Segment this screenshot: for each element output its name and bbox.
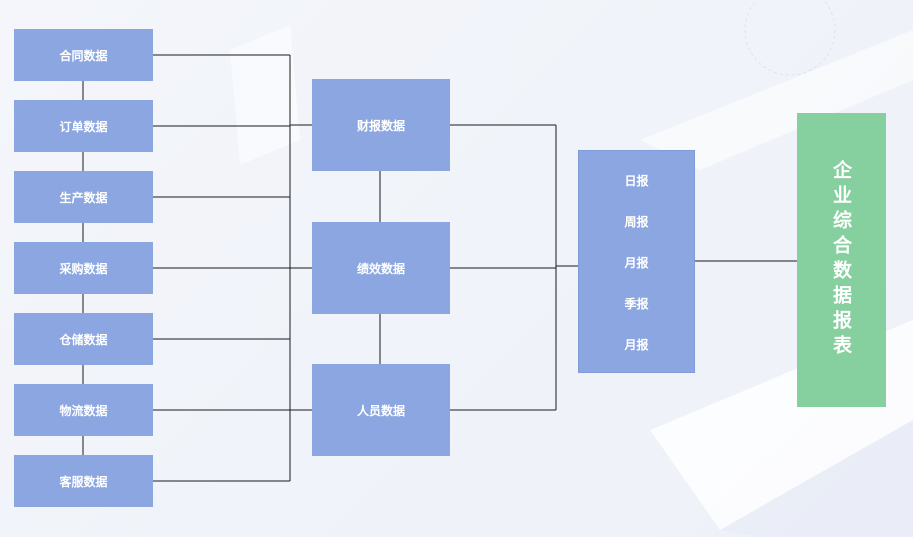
- report-weekly: 周报: [624, 215, 649, 229]
- report-monthly-2: 月报: [624, 338, 649, 352]
- source-warehouse-data: 仓储数据: [14, 313, 153, 365]
- reports-box: 日报 周报 月报 季报 月报: [578, 150, 695, 373]
- report-quarterly: 季报: [624, 297, 649, 311]
- report-monthly: 月报: [624, 256, 649, 270]
- source-purchase-data: 采购数据: [14, 242, 153, 294]
- middle-financial-data: 财报数据: [312, 79, 450, 171]
- source-logistics-data: 物流数据: [14, 384, 153, 436]
- report-daily: 日报: [624, 174, 649, 188]
- source-production-data: 生产数据: [14, 171, 153, 223]
- middle-performance-data: 绩效数据: [312, 222, 450, 314]
- source-customer-service-data: 客服数据: [14, 455, 153, 507]
- source-order-data: 订单数据: [14, 100, 153, 152]
- final-report-box: 企业综合数据报表: [797, 113, 886, 407]
- middle-personnel-data: 人员数据: [312, 364, 450, 456]
- source-contract-data: 合同数据: [14, 29, 153, 81]
